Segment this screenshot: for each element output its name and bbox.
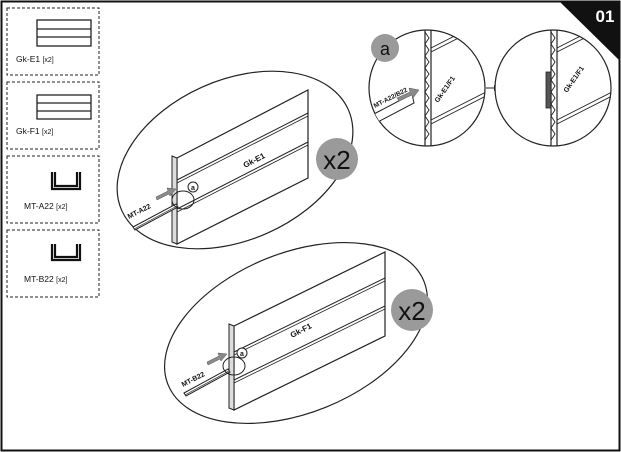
detail-callout-ring [222,356,246,376]
panel-edge-zigzag [550,31,556,141]
multiplier-text: x2 [398,296,425,326]
step-badge: 01 [560,2,619,60]
detail-view-after: Gk-E1/F1 [494,29,612,147]
part-code: MT-A22 [24,201,54,211]
part-qty: [x2] [42,129,53,136]
assembly-ellipse [116,70,354,250]
detail-marker-letter: a [380,39,391,59]
multiplier-badge [391,289,433,331]
insert-arrow-icon [396,87,420,102]
rail-inserted [545,71,552,109]
insert-arrow-icon [206,352,228,366]
rail-mt-b22 [183,368,231,397]
multiplier-text: x2 [323,145,350,175]
part-code: Gk-F1 [16,126,40,136]
panel-gk-f1-icon [36,94,92,120]
detail-callout-ring [171,190,195,210]
assembly-gk-e1: Gk-E1 MT-A22 a x2 [116,70,358,250]
detail-view-before: MT-A22/B22 Gk-E1/F1 a [368,29,486,147]
svg-text:Gk-E1 [x2]: Gk-E1 [x2] [16,54,54,64]
detail-circle [368,29,486,147]
step-number: 01 [596,7,615,26]
insert-arrow-icon [155,187,177,201]
part-mt-a22: MT-A22 [x2] [6,155,100,224]
panel-gk-f1 [228,251,386,411]
part-code: Gk-E1 [16,54,40,64]
svg-text:MT-B22 [x2]: MT-B22 [x2] [24,274,67,284]
part-mt-b22: MT-B22 [x2] [6,229,100,298]
multiplier-badge [316,138,358,180]
detail-marker [371,34,399,62]
part-qty: [x2] [56,277,67,284]
parts-list: Gk-E1 [x2] Gk-F1 [x2] MT-A22 [x2] MT-B22… [6,7,100,298]
channel-mt-b22-icon [50,244,82,262]
part-qty: [x2] [42,57,53,64]
rail-label: MT-A22 [127,203,152,221]
panel-edge-zigzag [424,31,430,141]
part-gk-e1: Gk-E1 [x2] [6,7,100,76]
detail-circle [494,29,612,147]
panel-gk-e1 [171,89,309,245]
assembly-ellipse [163,241,429,425]
svg-text:Gk-F1 [x2]: Gk-F1 [x2] [16,126,53,136]
part-qty: [x2] [56,204,67,211]
panel-gk-e1-icon [36,19,92,47]
svg-text:MT-A22 [x2]: MT-A22 [x2] [24,201,67,211]
callout-letter: a [240,351,244,358]
callout-marker [187,181,199,193]
part-code: MT-B22 [24,274,54,284]
callout-letter: a [191,185,195,192]
part-gk-f1: Gk-F1 [x2] [6,81,100,150]
channel-mt-a22-icon [50,172,82,191]
assembly-gk-f1: Gk-F1 MT-B22 a x2 [163,241,433,425]
rail-mt-a22 [132,203,179,231]
callout-marker [236,347,248,359]
